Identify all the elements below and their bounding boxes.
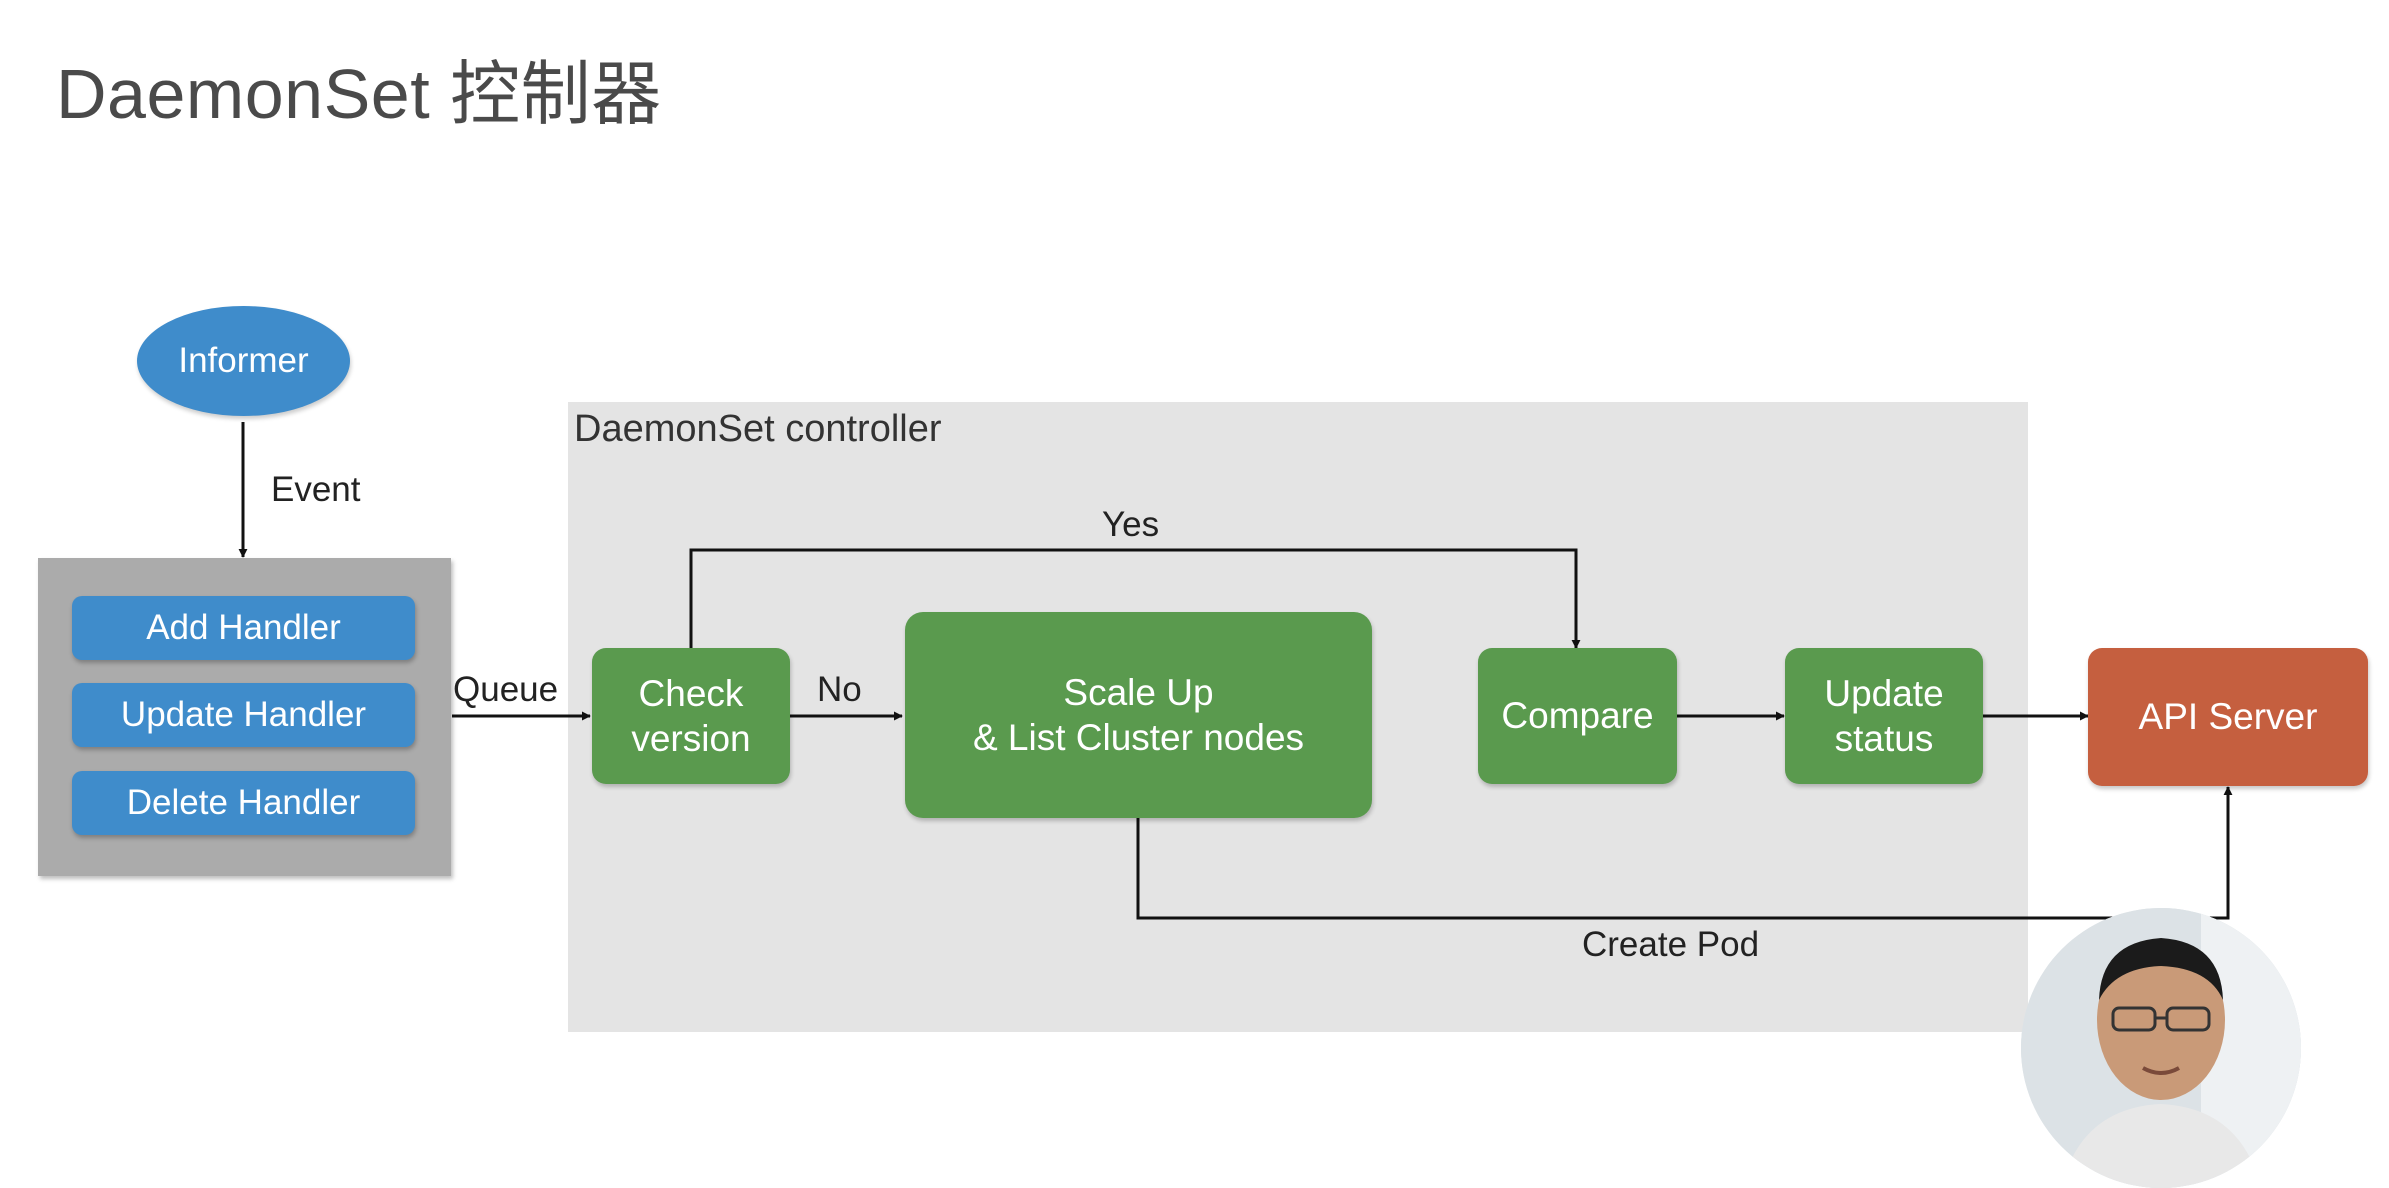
check-version-node: Check version: [592, 648, 790, 784]
create-pod-label: Create Pod: [1582, 925, 1760, 964]
add-handler-node: Add Handler: [72, 596, 415, 660]
compare-text: Compare: [1501, 695, 1654, 737]
update-status-line-2: status: [1834, 718, 1934, 759]
compare-node: Compare: [1478, 648, 1677, 784]
yes-label: Yes: [1102, 505, 1160, 544]
scale-up-line-1: Scale Up: [1063, 671, 1214, 713]
slide-title: DaemonSet 控制器: [56, 55, 662, 133]
update-status-line-1: Update: [1824, 672, 1944, 714]
controller-label: DaemonSet controller: [574, 408, 942, 450]
event-label: Event: [271, 470, 361, 509]
scale-up-node: Scale Up & List Cluster nodes: [905, 612, 1372, 818]
update-status-node: Update status: [1785, 648, 1983, 784]
api-server-node: API Server: [2088, 648, 2368, 786]
yes-arrow: [689, 548, 1581, 649]
presenter-avatar-icon: [2021, 908, 2301, 1188]
queue-label: Queue: [453, 670, 559, 709]
check-version-line-2: version: [631, 718, 751, 759]
connector-lines: [238, 422, 2233, 920]
check-version-line-1: Check: [638, 672, 744, 714]
create-pod-arrow: [1136, 786, 2233, 920]
informer-node: Informer: [137, 306, 350, 416]
presenter-webcam: [2021, 908, 2301, 1188]
delete-handler-node: Delete Handler: [72, 771, 415, 835]
scale-up-line-2: & List Cluster nodes: [972, 717, 1305, 758]
no-label: No: [817, 670, 862, 709]
update-handler-node: Update Handler: [72, 683, 415, 747]
